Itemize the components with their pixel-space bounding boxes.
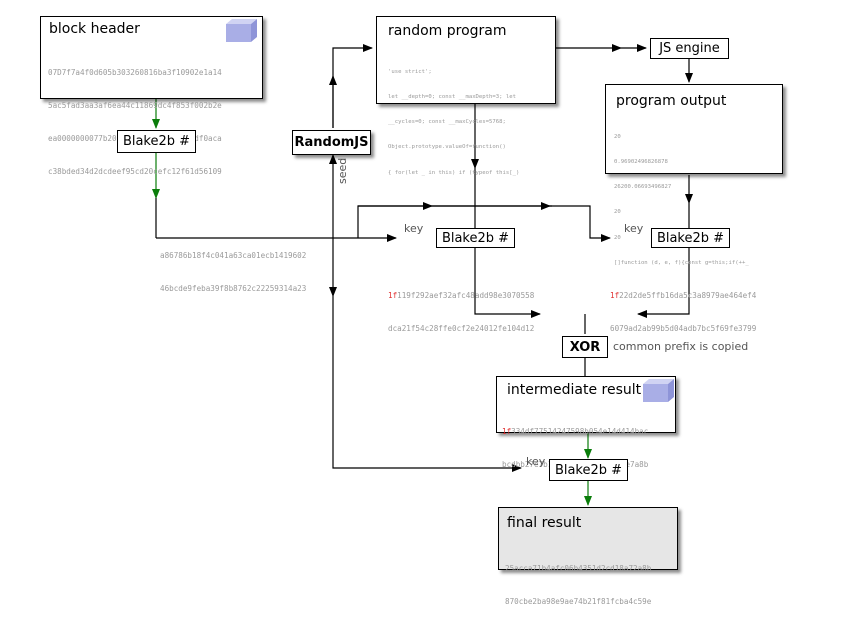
hex-line: dca21f54c28ffe0cf2e24012fe104d12 bbox=[388, 324, 535, 333]
code-line: 'use strict'; bbox=[388, 68, 432, 75]
code-line: []function (d, e, f){const g=this;if(++_ bbox=[614, 259, 749, 266]
key-label-middle: key bbox=[404, 222, 424, 235]
hex-line: 5ac5fad3aa3af6ea44c11869dc4f853f002b2e bbox=[48, 101, 222, 110]
blake2b-final-hash-node: Blake2b # bbox=[549, 459, 628, 481]
random-program-code: 'use strict'; let __depth=0; const __max… bbox=[388, 51, 519, 194]
hex-line: 1f334df77514247598b054e14d414bac bbox=[502, 426, 648, 437]
hex-line: c38bded34d2dcdeef95cd20cefc12f61d56109 bbox=[48, 167, 222, 176]
hex-line: 46bcde9feba39f8b8762c22259314a23 bbox=[160, 284, 307, 293]
code-line: 26200.06693496827 bbox=[614, 184, 672, 191]
hex-line: 870cbe2ba98e9ae74b21f81fcba4c59e bbox=[505, 597, 652, 606]
code-line: Object.prototype.valueOf=function() bbox=[388, 144, 506, 151]
edge-loop-down bbox=[550, 205, 611, 242]
code-line: 20 bbox=[614, 234, 621, 241]
edge-mid-to-xor bbox=[474, 248, 541, 318]
program-output-code: 20 0.96902496826878 26200.06693496827 20… bbox=[614, 116, 749, 284]
random-program-title: random program bbox=[388, 23, 507, 39]
program-output-title: program output bbox=[616, 93, 727, 109]
output-hash-hex: 1f22d2de5ffb16da5c3a8979ae464ef4 6079ad2… bbox=[610, 268, 756, 345]
cube-icon bbox=[226, 19, 257, 42]
hex-rest: 22d2de5ffb16da5c3a8979ae464ef4 bbox=[619, 291, 757, 300]
program-hash-hex: 1f119f292aef32afc48add98e3070558 dca21f5… bbox=[388, 268, 534, 345]
code-line: let __depth=0; const __maxDepth=3; let bbox=[388, 94, 516, 101]
blake2b-output-hash-node: Blake2b # bbox=[651, 228, 730, 248]
key-label-bottom: key bbox=[526, 455, 546, 468]
header-hash-hex: a86786b18f4c041a63ca01ecb1419602 46bcde9… bbox=[160, 228, 306, 305]
final-result-box: final result 25acca71b4afc06b4351d2cd18a… bbox=[498, 507, 678, 606]
program-output-box: program output 20 0.96902496826878 26200… bbox=[605, 84, 783, 266]
randomjs-node: RandomJS bbox=[292, 130, 371, 155]
hex-line: a86786b18f4c041a63ca01ecb1419602 bbox=[160, 251, 307, 260]
hex-line: 1f22d2de5ffb16da5c3a8979ae464ef4 bbox=[610, 290, 756, 301]
common-prefix: 1f bbox=[388, 291, 398, 300]
random-program-box: random program 'use strict'; let __depth… bbox=[376, 16, 556, 176]
hex-line: 25acca71b4afc06b4351d2cd18a72a8b bbox=[505, 564, 652, 573]
hex-line: 1f119f292aef32afc48add98e3070558 bbox=[388, 290, 534, 301]
intermediate-result-title: intermediate result bbox=[507, 382, 642, 398]
code-line: 0.96902496826878 bbox=[614, 159, 668, 166]
edge-randomjs-to-program bbox=[332, 44, 373, 128]
edge-right-to-xor bbox=[637, 248, 690, 318]
code-line: __cycles=0; const __maxCycles=5768; bbox=[388, 119, 506, 126]
final-hex: 25acca71b4afc06b4351d2cd18a72a8b 870cbe2… bbox=[505, 541, 651, 629]
blake2b-header-hash-node: Blake2b # bbox=[117, 130, 196, 153]
seed-label: seed bbox=[336, 157, 349, 184]
block-header-hex: 07D7f7a4f0d605b303260816ba3f10902e1a14 5… bbox=[48, 45, 222, 199]
final-result-title: final result bbox=[507, 515, 582, 531]
hex-rest: 334df77514247598b054e14d414bac bbox=[511, 427, 649, 436]
block-header-box: block header 07D7f7a4f0d605b303260816ba3… bbox=[40, 16, 263, 176]
js-engine-node: JS engine bbox=[650, 38, 729, 59]
hex-line: 6079ad2ab99b5d04adb7bc5f69fe3799 bbox=[610, 324, 757, 333]
blake2b-program-hash-node: Blake2b # bbox=[436, 228, 515, 248]
code-line: 20 bbox=[614, 133, 621, 140]
code-line: 20 bbox=[614, 209, 621, 216]
common-prefix-label: common prefix is copied bbox=[613, 340, 749, 353]
code-line: { for(let _ in this) if (typeof this[_) bbox=[388, 169, 520, 176]
common-prefix: 1f bbox=[610, 291, 620, 300]
hex-rest: 119f292aef32afc48add98e3070558 bbox=[397, 291, 535, 300]
hex-line: 07D7f7a4f0d605b303260816ba3f10902e1a14 bbox=[48, 68, 222, 77]
xor-node: XOR bbox=[562, 336, 608, 358]
connector-layer bbox=[152, 44, 693, 506]
key-label-right: key bbox=[624, 222, 644, 235]
common-prefix: 1f bbox=[502, 427, 512, 436]
block-header-title: block header bbox=[49, 21, 140, 37]
cube-icon bbox=[643, 379, 674, 402]
edge-seed-to-final-blake bbox=[332, 296, 522, 472]
